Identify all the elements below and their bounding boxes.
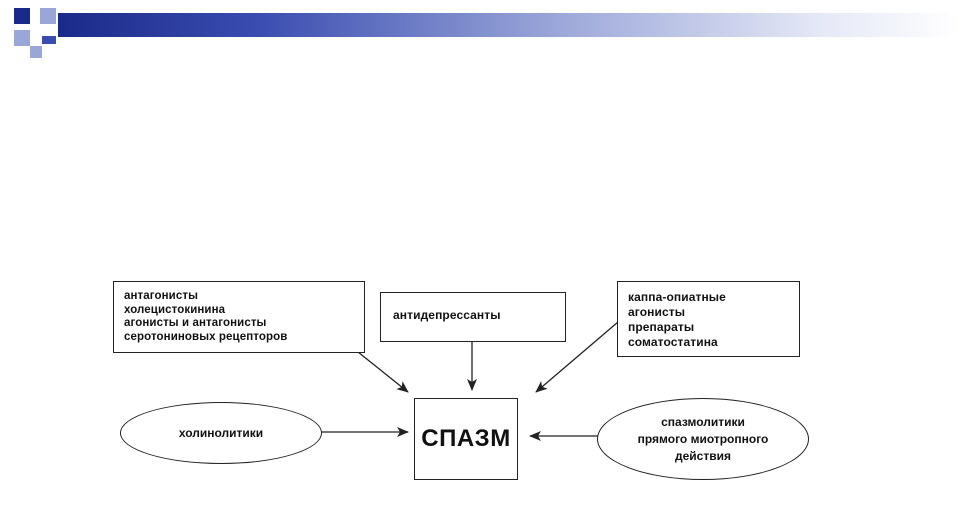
arrow-top-right	[535, 321, 619, 393]
ellipse-myotropic-spasmolytics-label: спазмолитики прямого миотропного действи…	[637, 414, 769, 463]
box-kappa-somatostatin-label: каппа-опиатные агонисты препараты сомато…	[628, 290, 726, 349]
center-box-spasm-label: СПАЗМ	[421, 425, 511, 452]
arrow-top-left	[357, 351, 409, 393]
corner-square-light	[14, 30, 30, 46]
box-kappa-somatostatin: каппа-опиатные агонисты препараты сомато…	[617, 281, 800, 357]
ellipse-anticholinergics-label: холинолитики	[178, 425, 264, 440]
title-gradient-bar	[58, 13, 960, 37]
center-box-spasm: СПАЗМ	[414, 398, 518, 480]
ellipse-anticholinergics: холинолитики	[120, 402, 322, 464]
corner-square-dark	[14, 8, 30, 24]
corner-square-dark	[42, 36, 56, 44]
corner-square-mid	[30, 46, 42, 58]
box-antidepressants: антидепрессанты	[380, 292, 566, 342]
ellipse-myotropic-spasmolytics: спазмолитики прямого миотропного действи…	[597, 398, 809, 480]
corner-square-light	[40, 8, 56, 24]
box-antidepressants-label: антидепрессанты	[393, 308, 501, 322]
box-cholecystokinin-serotonin: антагонисты холецистокинина агонисты и а…	[113, 281, 365, 353]
box-cholecystokinin-serotonin-label: антагонисты холецистокинина агонисты и а…	[124, 290, 288, 343]
